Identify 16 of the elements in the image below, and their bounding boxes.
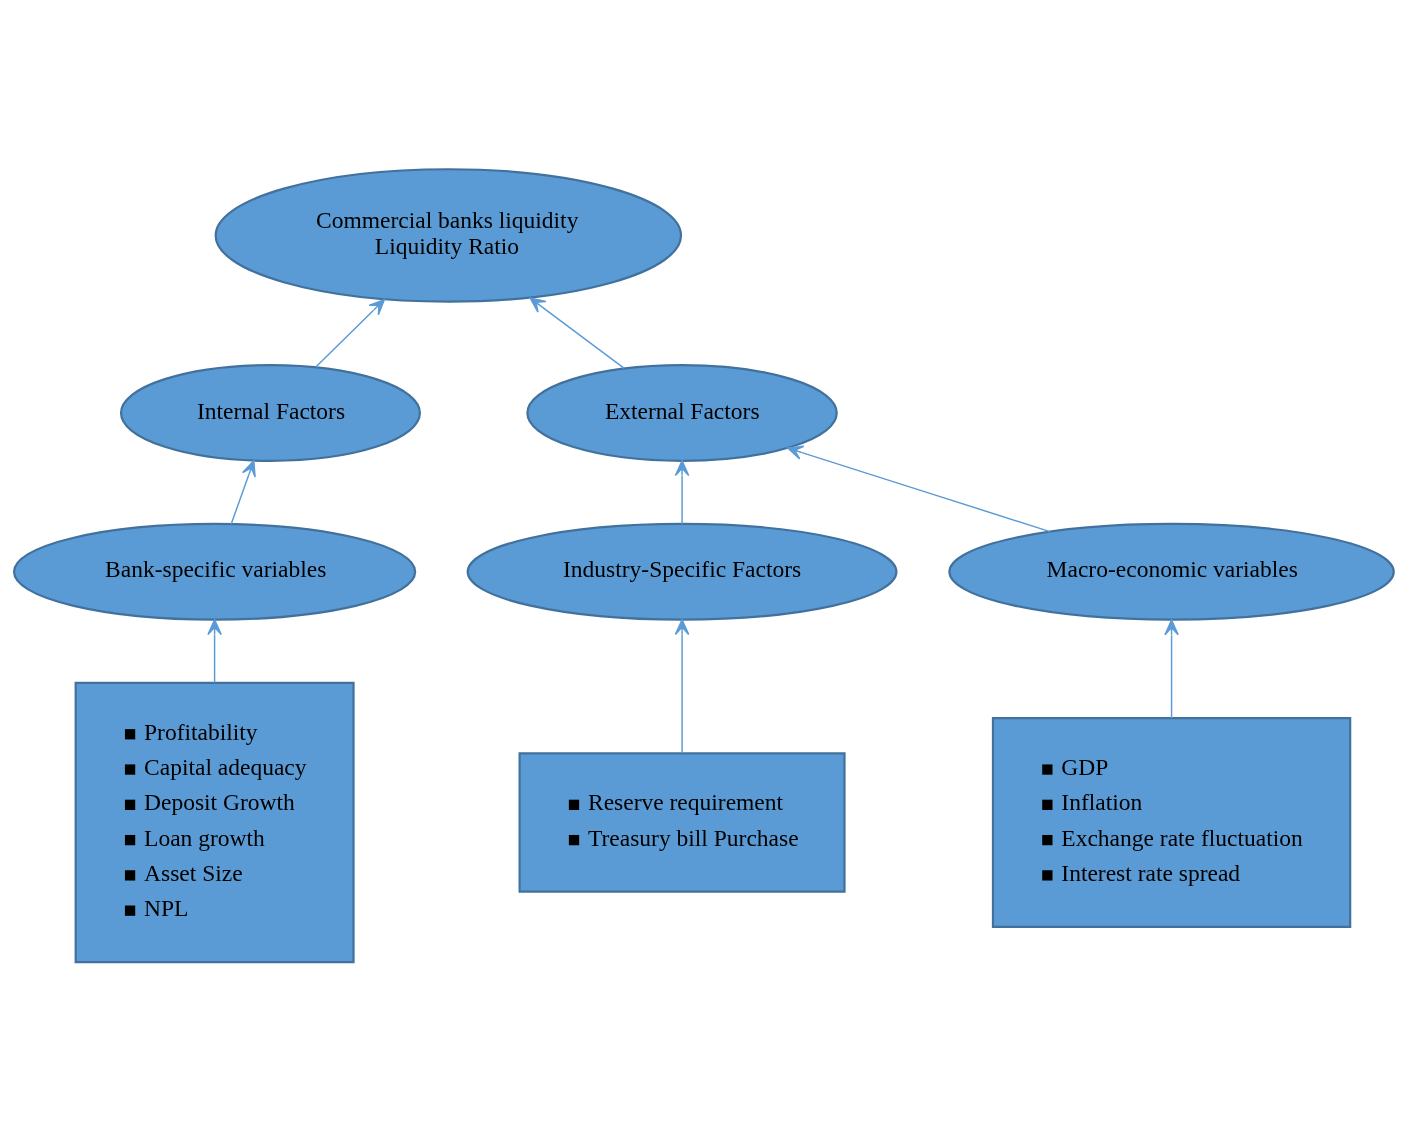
arrow <box>230 460 256 525</box>
arrow <box>674 460 690 525</box>
arrow <box>315 299 385 368</box>
node-box: Reserve requirement Treasury bill Purchase <box>518 752 846 893</box>
node-ellipse: Macro-economic variables <box>948 522 1395 621</box>
node-ellipse: Internal Factors <box>119 364 421 462</box>
arrow <box>529 297 626 370</box>
arrow <box>1164 619 1179 719</box>
node-box: Profitability Capital adequacy Deposit Growth Loan growth Asset Size NPL <box>74 681 355 964</box>
node-ellipse: Industry-Specific Factors <box>466 522 898 621</box>
arrow <box>207 619 222 684</box>
node-ellipse: Commercial banks liquidity Liquidity Ratio <box>214 168 683 303</box>
arrow <box>786 445 1051 533</box>
node-box: GDP Inflation Exchange rate fluctuation Interest rate spread <box>991 717 1352 928</box>
node-ellipse: Bank-specific variables <box>12 522 417 621</box>
arrow <box>674 618 690 755</box>
